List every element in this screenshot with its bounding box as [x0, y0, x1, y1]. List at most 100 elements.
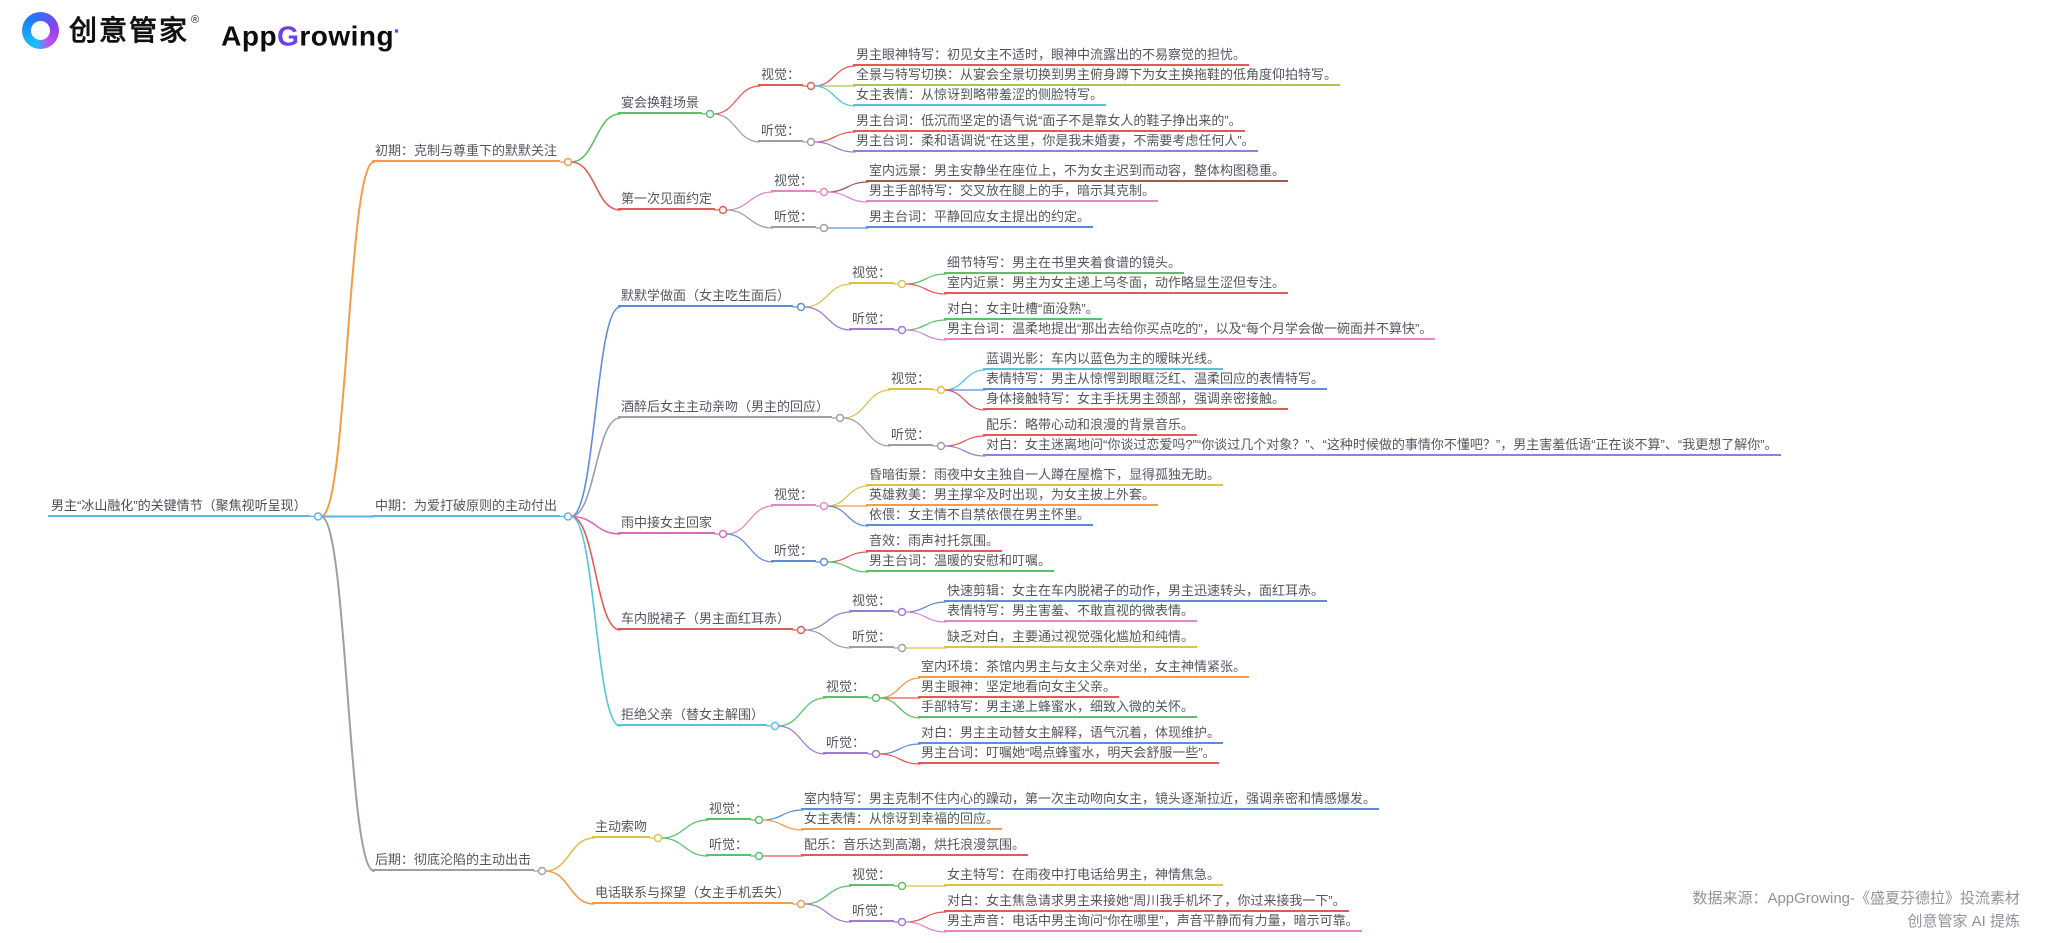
- collapse-handle[interactable]: [819, 557, 829, 567]
- collapse-handle[interactable]: [806, 81, 816, 91]
- mind-node[interactable]: 听觉：: [758, 122, 804, 142]
- mind-node[interactable]: 听觉：: [771, 208, 817, 228]
- collapse-handle[interactable]: [705, 109, 715, 119]
- mind-node[interactable]: 听觉：: [706, 836, 752, 856]
- mind-leaf[interactable]: 男主台词：叮嘱她“喝点蜂蜜水，明天会舒服一些”。: [918, 744, 1219, 764]
- mind-node[interactable]: 拒绝父亲（替女主解围）: [618, 706, 768, 726]
- mind-leaf[interactable]: 对白：男主主动替女主解释，语气沉着，体现维护。: [918, 724, 1224, 744]
- collapse-handle[interactable]: [806, 137, 816, 147]
- collapse-handle[interactable]: [796, 625, 806, 635]
- mind-node[interactable]: 视觉：: [849, 592, 895, 612]
- mind-node[interactable]: 视觉：: [706, 800, 752, 820]
- mind-node[interactable]: 酒醉后女主主动亲吻（男主的回应）: [618, 398, 833, 418]
- connector-line: [813, 131, 856, 143]
- mind-leaf[interactable]: 配乐：音乐达到高潮，烘托浪漫氛围。: [801, 836, 1029, 856]
- collapse-handle[interactable]: [718, 205, 728, 215]
- collapse-handle[interactable]: [653, 833, 663, 843]
- collapse-handle[interactable]: [936, 385, 946, 395]
- mind-leaf[interactable]: 全景与特写切换：从宴会全景切换到男主俯身蹲下为女主换拖鞋的低角度仰拍特写。: [853, 66, 1341, 86]
- collapse-handle[interactable]: [563, 512, 573, 521]
- mind-node[interactable]: 主动索吻: [592, 818, 651, 838]
- mind-leaf[interactable]: 女主特写：在雨夜中打电话给男主，神情焦急。: [944, 866, 1224, 886]
- mind-node[interactable]: 初期：克制与尊重下的默默关注: [372, 142, 561, 162]
- collapse-handle[interactable]: [897, 279, 907, 289]
- mind-node[interactable]: 电话联系与探望（女主手机丢失）: [592, 884, 794, 904]
- mind-node[interactable]: 视觉：: [849, 264, 895, 284]
- collapse-handle[interactable]: [897, 881, 907, 891]
- collapse-handle[interactable]: [871, 749, 881, 759]
- mind-node[interactable]: 听觉：: [849, 902, 895, 922]
- mind-leaf[interactable]: 表情特写：男主从惊愕到眼眶泛红、温柔回应的表情特写。: [983, 370, 1328, 390]
- mind-node[interactable]: 听觉：: [849, 628, 895, 648]
- collapse-handle[interactable]: [313, 512, 323, 521]
- collapse-handle[interactable]: [754, 815, 764, 825]
- mind-node[interactable]: 视觉：: [823, 678, 869, 698]
- mind-node[interactable]: 听觉：: [823, 734, 869, 754]
- mind-leaf[interactable]: 对白：女主焦急请求男主来接她“周川我手机坏了，你过来接我一下”。: [944, 892, 1349, 912]
- mind-node[interactable]: 视觉：: [771, 486, 817, 506]
- mind-leaf[interactable]: 英雄救美：男主撑伞及时出现，为女主披上外套。: [866, 486, 1159, 506]
- mind-leaf[interactable]: 室内近景：男主为女主递上乌冬面，动作略显生涩但专注。: [944, 274, 1289, 294]
- mind-node[interactable]: 听觉：: [771, 542, 817, 562]
- mind-leaf[interactable]: 对白：女主迷离地问“你谈过恋爱吗?”“你谈过几个对象？”、“这种时候做的事情你不…: [983, 436, 1781, 456]
- collapse-handle[interactable]: [897, 917, 907, 927]
- mind-leaf[interactable]: 室内特写：男主克制不住内心的躁动，第一次主动吻向女主，镜头逐渐拉近，强调亲密和情…: [801, 790, 1380, 810]
- mind-leaf[interactable]: 蓝调光影：车内以蓝色为主的暧昧光线。: [983, 350, 1224, 370]
- collapse-handle[interactable]: [819, 187, 829, 197]
- mind-leaf[interactable]: 音效：雨声衬托氛围。: [866, 532, 1003, 552]
- mind-leaf[interactable]: 男主声音：电话中男主询问“你在哪里”，声音平静而有力量，暗示可靠。: [944, 912, 1362, 932]
- mind-leaf[interactable]: 配乐：略带心动和浪漫的背景音乐。: [983, 416, 1198, 436]
- mind-node[interactable]: 默默学做面（女主吃生面后）: [618, 287, 794, 307]
- mind-leaf[interactable]: 室内远景：男主安静坐在座位上，不为女主迟到而动容，整体构图稳重。: [866, 162, 1289, 182]
- mind-leaf[interactable]: 男主台词：温柔地提出“那出去给你买点吃的”，以及“每个月学会做一碗面并不算快”。: [944, 320, 1436, 340]
- collapse-handle[interactable]: [819, 223, 829, 233]
- collapse-handle[interactable]: [835, 413, 845, 423]
- collapse-handle[interactable]: [796, 302, 806, 312]
- mind-leaf[interactable]: 依偎：女主情不自禁依偎在男主怀里。: [866, 506, 1094, 526]
- mind-node[interactable]: 视觉：: [888, 370, 934, 390]
- mind-leaf[interactable]: 昏暗街景：雨夜中女主独自一人蹲在屋檐下，显得孤独无助。: [866, 466, 1224, 486]
- mind-leaf[interactable]: 室内环境：茶馆内男主与女主父亲对坐，女主神情紧张。: [918, 658, 1250, 678]
- mind-node[interactable]: 后期：彻底沦陷的主动出击: [372, 851, 535, 871]
- collapse-handle[interactable]: [796, 899, 806, 909]
- mind-node[interactable]: 视觉：: [771, 172, 817, 192]
- mind-leaf[interactable]: 男主台词：温暖的安慰和叮嘱。: [866, 552, 1055, 572]
- mind-leaf[interactable]: 手部特写：男主递上蜂蜜水，细致入微的关怀。: [918, 698, 1198, 718]
- collapse-handle[interactable]: [936, 441, 946, 451]
- mind-node[interactable]: 视觉：: [758, 66, 804, 86]
- collapse-handle[interactable]: [754, 851, 764, 861]
- collapse-handle[interactable]: [897, 607, 907, 617]
- mind-leaf[interactable]: 对白：女主吐槽“面没熟”。: [944, 300, 1102, 320]
- mind-leaf[interactable]: 男主手部特写：交叉放在腿上的手，暗示其克制。: [866, 182, 1159, 202]
- mind-node[interactable]: 宴会换鞋场景: [618, 94, 703, 114]
- mind-leaf[interactable]: 表情特写：男主害羞、不敢直视的微表情。: [944, 602, 1198, 622]
- mind-node[interactable]: 中期：为爱打破原则的主动付出: [372, 497, 561, 517]
- mind-node[interactable]: 视觉：: [849, 866, 895, 886]
- mind-node[interactable]: 车内脱裙子（男主面红耳赤）: [618, 610, 794, 630]
- mind-node[interactable]: 雨中接女主回家: [618, 514, 716, 534]
- mind-leaf[interactable]: 男主台词：平静回应女主提出的约定。: [866, 208, 1094, 228]
- collapse-handle[interactable]: [563, 157, 573, 167]
- collapse-handle[interactable]: [897, 643, 907, 653]
- mind-leaf[interactable]: 身体接触特写：女主手抚男主颈部，强调亲密接触。: [983, 390, 1289, 410]
- mind-node[interactable]: 男主“冰山融化”的关键情节（聚焦视听呈现）: [48, 497, 310, 517]
- mind-leaf[interactable]: 细节特写：男主在书里夹着食谱的镜头。: [944, 254, 1185, 274]
- collapse-handle[interactable]: [537, 866, 547, 876]
- connector-line: [943, 435, 986, 447]
- mind-leaf[interactable]: 缺乏对白，主要通过视觉强化尴尬和纯情。: [944, 628, 1198, 648]
- mind-leaf[interactable]: 女主表情：从惊讶到略带羞涩的侧脸特写。: [853, 86, 1107, 106]
- mind-leaf[interactable]: 男主台词：低沉而坚定的语气说“面子不是靠女人的鞋子挣出来的”。: [853, 112, 1245, 132]
- collapse-handle[interactable]: [819, 501, 829, 511]
- collapse-handle[interactable]: [770, 721, 780, 731]
- mind-node[interactable]: 第一次见面约定: [618, 190, 716, 210]
- collapse-handle[interactable]: [718, 529, 728, 539]
- mind-leaf[interactable]: 快速剪辑：女主在车内脱裙子的动作，男主迅速转头，面红耳赤。: [944, 582, 1328, 602]
- mind-leaf[interactable]: 男主眼神特写：初见女主不适时，眼神中流露出的不易察觉的担忧。: [853, 46, 1250, 66]
- mind-node[interactable]: 听觉：: [849, 310, 895, 330]
- mind-leaf[interactable]: 男主眼神：坚定地看向女主父亲。: [918, 678, 1120, 698]
- collapse-handle[interactable]: [897, 325, 907, 335]
- mind-node[interactable]: 听觉：: [888, 426, 934, 446]
- mind-leaf[interactable]: 女主表情：从惊讶到幸福的回应。: [801, 810, 1003, 830]
- collapse-handle[interactable]: [871, 693, 881, 703]
- mind-leaf[interactable]: 男主台词：柔和语调说“在这里，你是我未婚妻，不需要考虑任何人”。: [853, 132, 1258, 152]
